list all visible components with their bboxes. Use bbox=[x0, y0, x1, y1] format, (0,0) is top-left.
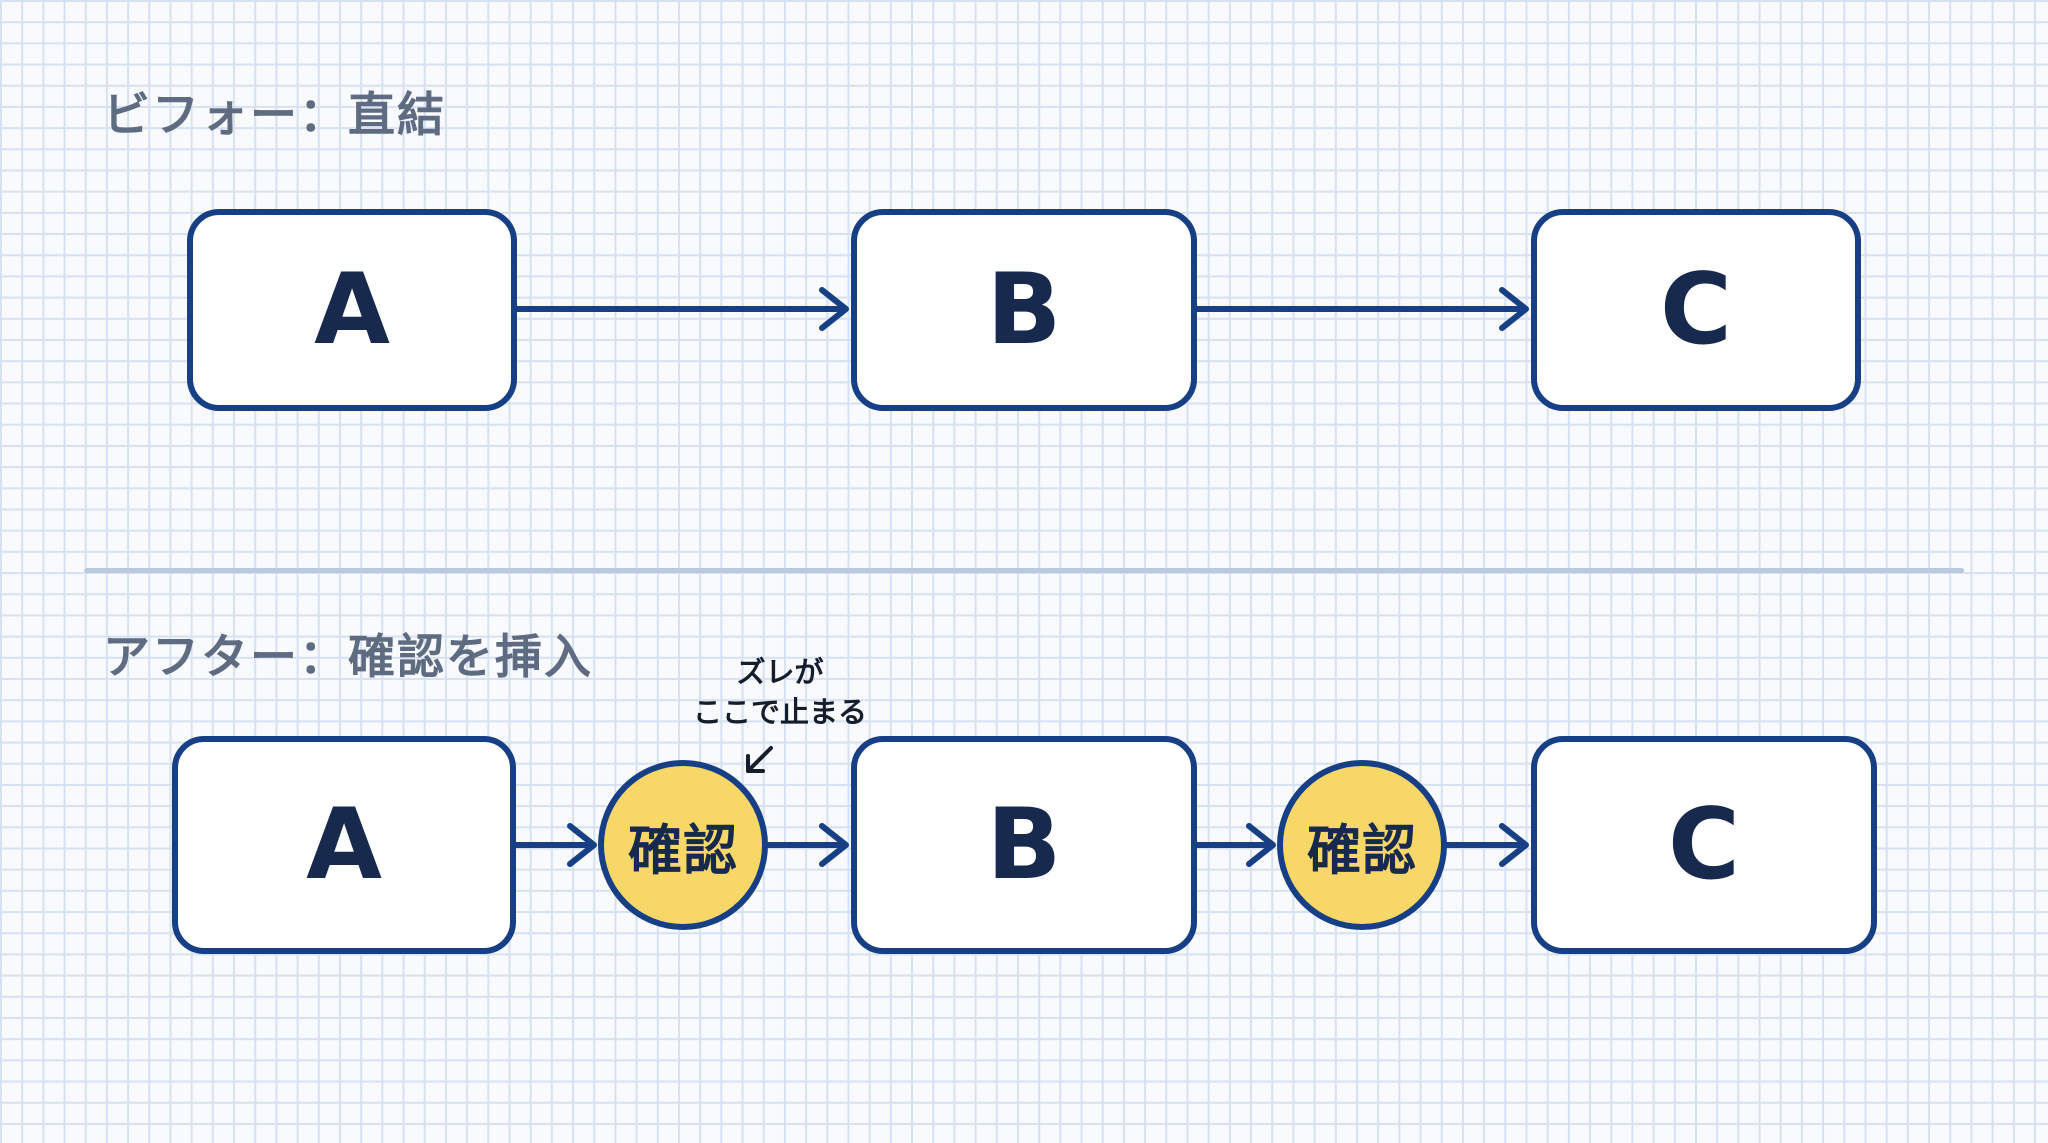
before-node-c: C bbox=[1531, 209, 1861, 411]
arrow-before-b-to-c bbox=[1194, 287, 1529, 331]
arrow-before-a-to-b bbox=[514, 287, 849, 331]
checkpoint-1: 確認 bbox=[598, 760, 768, 930]
before-node-b: B bbox=[851, 209, 1197, 411]
annotation-arrow-icon bbox=[746, 746, 773, 773]
after-node-b: B bbox=[851, 736, 1197, 954]
checkpoint-2: 確認 bbox=[1277, 760, 1447, 930]
annotation: ズレが ここで止まる bbox=[660, 652, 900, 732]
arrow-after-a-to-check1 bbox=[513, 823, 597, 867]
section-divider bbox=[84, 568, 1964, 573]
after-node-c: C bbox=[1531, 736, 1877, 954]
annotation-line-2: ここで止まる bbox=[692, 695, 867, 729]
arrow-after-check1-to-b bbox=[765, 823, 849, 867]
after-node-a: A bbox=[172, 736, 516, 954]
annotation-line-1: ズレが bbox=[736, 655, 824, 689]
before-node-a: A bbox=[187, 209, 517, 411]
arrow-after-b-to-check2 bbox=[1194, 823, 1276, 867]
arrow-after-check2-to-c bbox=[1444, 823, 1529, 867]
before-title: ビフォー：直結 bbox=[103, 88, 446, 143]
after-title: アフター：確認を挿入 bbox=[103, 630, 593, 685]
